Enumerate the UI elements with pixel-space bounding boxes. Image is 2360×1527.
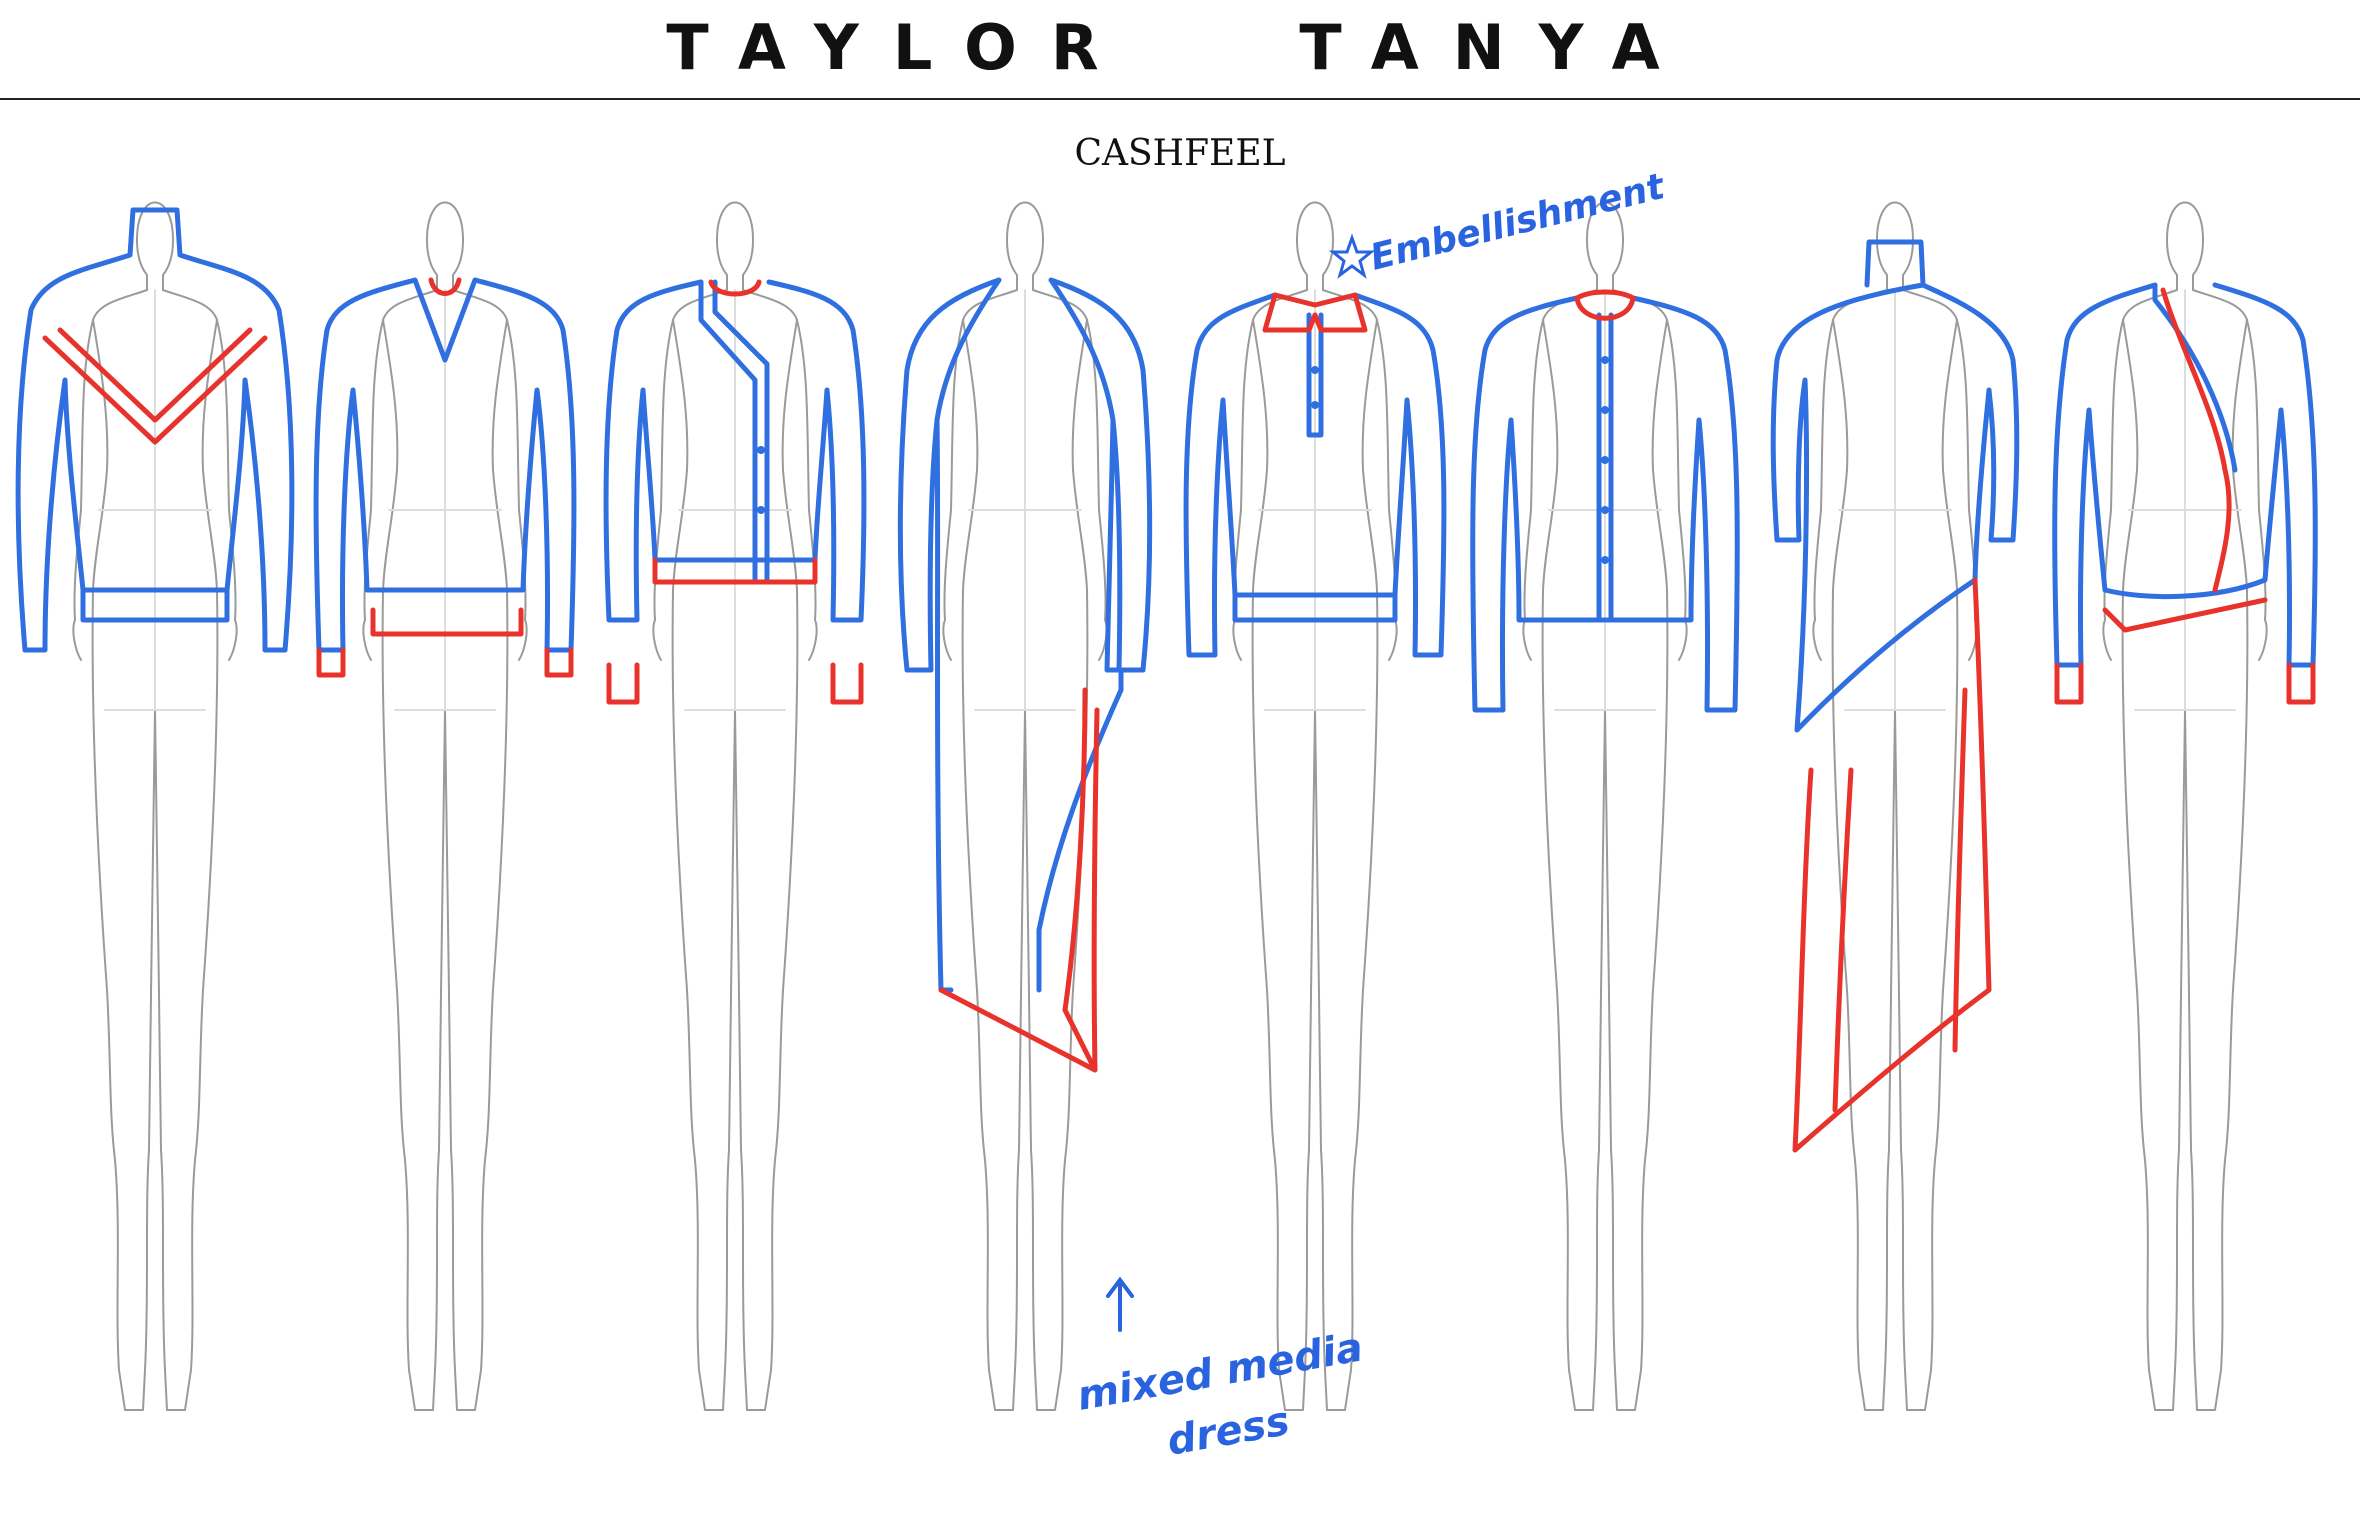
look-5: [1183, 201, 1447, 1411]
brand-title: TAYLOR TANYA: [666, 11, 1694, 84]
look-7: [1770, 201, 2020, 1411]
look-2: [313, 201, 577, 1411]
arrow-up-icon: [1106, 1276, 1134, 1332]
mixed-media-label: mixed media: [1074, 1324, 1367, 1419]
star-icon: [1328, 233, 1376, 279]
look-3: [603, 201, 867, 1411]
look-4: [897, 201, 1153, 1411]
look-8: [2052, 201, 2318, 1411]
collection-title: CASHFEEL: [1074, 133, 1286, 174]
header-divider: [0, 98, 2360, 100]
look-1: [15, 201, 295, 1411]
dress-label: dress: [1164, 1398, 1293, 1465]
embellishment-label: Embellishment: [1366, 166, 1670, 279]
look-6: [1470, 201, 1740, 1411]
